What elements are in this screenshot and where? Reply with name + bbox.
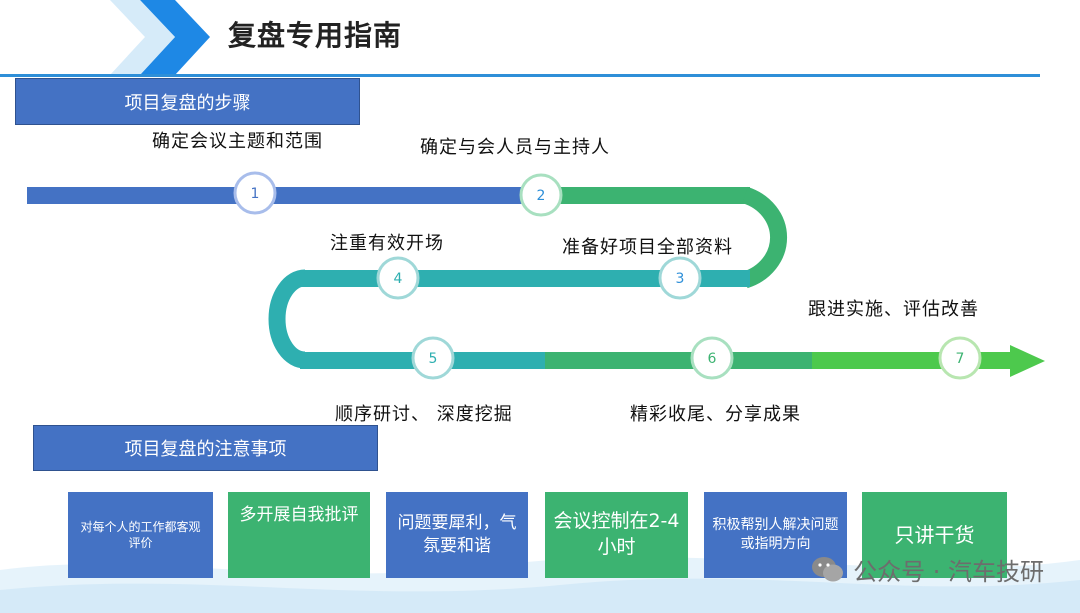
- watermark: 公众号 · 汽车技研: [811, 552, 1044, 587]
- note-card-1: 对每个人的工作都客观评价: [68, 492, 213, 578]
- step-label-3: 准备好项目全部资料: [562, 237, 733, 258]
- wechat-icon: [812, 556, 844, 581]
- note-card-3: 问题要犀利，气氛要和谐: [386, 492, 528, 578]
- page-title: 复盘专用指南: [228, 19, 403, 52]
- path-segment-2: [530, 187, 750, 204]
- step-node-1: 1: [233, 171, 277, 215]
- svg-text:2: 2: [537, 188, 546, 204]
- svg-text:6: 6: [708, 351, 717, 367]
- step-label-6: 精彩收尾、分享成果: [630, 404, 801, 425]
- step-label-7: 跟进实施、评估改善: [808, 299, 979, 320]
- svg-text:3: 3: [676, 271, 685, 287]
- section-title-steps: 项目复盘的步骤: [15, 78, 360, 125]
- svg-text:4: 4: [394, 271, 403, 287]
- step-node-2: 2: [519, 173, 563, 217]
- note-card-5: 积极帮别人解决问题或指明方向: [704, 492, 847, 578]
- step-node-7: 7: [938, 336, 982, 380]
- svg-text:5: 5: [429, 351, 438, 367]
- step-label-1: 确定会议主题和范围: [152, 131, 323, 152]
- step-node-6: 6: [690, 336, 734, 380]
- svg-text:7: 7: [956, 351, 965, 367]
- step-label-5: 顺序研讨、 深度挖掘: [335, 404, 513, 425]
- path-segment-5: [545, 352, 815, 369]
- step-label-4: 注重有效开场: [330, 233, 444, 254]
- path-segment-1: [27, 187, 547, 204]
- path-curve-left: [268, 269, 306, 369]
- step-node-4: 4: [376, 256, 420, 300]
- header-divider: [0, 74, 1040, 77]
- path-curve-right: [742, 186, 787, 289]
- step-label-2: 确定与会人员与主持人: [420, 137, 610, 158]
- note-card-2: 多开展自我批评: [228, 492, 370, 578]
- step-node-3: 3: [658, 256, 702, 300]
- note-card-6: 只讲干货: [862, 492, 1007, 578]
- arrow-head-icon: [1010, 345, 1045, 377]
- note-card-4: 会议控制在2-4小时: [545, 492, 688, 578]
- path-segment-6: [812, 352, 1012, 369]
- section-title-notes: 项目复盘的注意事项: [33, 425, 378, 471]
- watermark-text: 公众号 · 汽车技研: [853, 558, 1044, 586]
- header-chevron-icon: [110, 0, 210, 75]
- step-node-5: 5: [411, 336, 455, 380]
- svg-text:1: 1: [251, 186, 260, 202]
